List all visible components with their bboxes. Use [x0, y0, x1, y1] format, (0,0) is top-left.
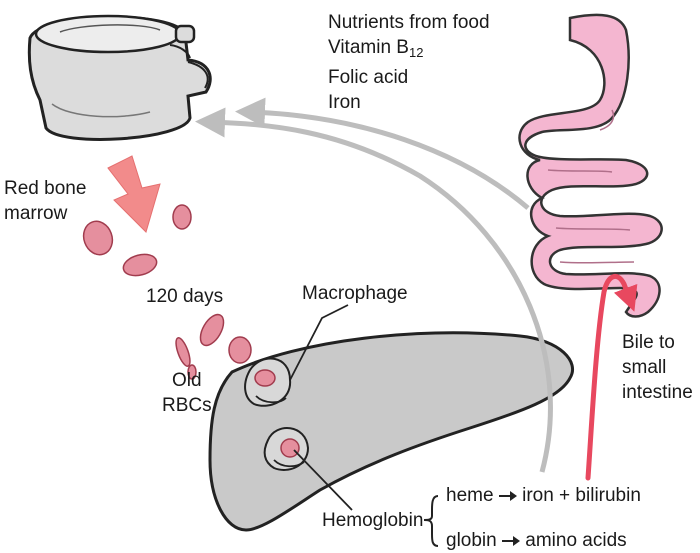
nutrients-line-4: Iron — [328, 92, 361, 113]
hemoglobin-bracket — [423, 495, 439, 547]
heme-source: heme — [446, 485, 494, 506]
nutrient-flow-arrow — [235, 97, 530, 210]
globin-products: amino acids — [525, 530, 627, 551]
heme-products: iron + bilirubin — [522, 485, 641, 506]
red-blood-cells — [82, 204, 252, 380]
bile-line-2: small — [622, 357, 667, 378]
globin-arrow-icon — [502, 535, 520, 546]
old-rbcs-line-2: RBCs — [162, 395, 212, 416]
heme-arrow-icon — [498, 490, 517, 501]
macrophage-label: Macrophage — [302, 283, 408, 304]
hemoglobin-pointer — [293, 449, 353, 511]
old-rbcs-label: Old RBCs — [162, 368, 212, 418]
red-bone-marrow-line-1: Red bone — [4, 178, 87, 199]
days-label: 120 days — [146, 286, 224, 307]
nutrients-line-2: Vitamin B12 — [328, 35, 490, 65]
stomach-intestine — [518, 13, 663, 318]
liver — [208, 331, 574, 532]
globin-row: globin amino acids — [446, 529, 627, 553]
heme-row: heme iron + bilirubin — [446, 484, 641, 508]
vitamin-b-text: Vitamin B — [328, 37, 409, 58]
vertebra-bone — [27, 14, 212, 141]
nutrients-line-1: Nutrients from food — [328, 12, 490, 33]
bile-line-3: intestine — [622, 382, 693, 403]
marrow-arrow — [107, 155, 161, 233]
bile-line-1: Bile to — [622, 332, 675, 353]
old-rbcs-line-1: Old — [172, 370, 202, 391]
red-bone-marrow-line-2: marrow — [4, 203, 68, 224]
vitamin-b-subscript: 12 — [408, 45, 424, 60]
macrophage-pointer — [289, 304, 349, 381]
hemoglobin-label: Hemoglobin — [322, 510, 424, 531]
iron-recycle-arrow — [195, 107, 553, 473]
bile-label: Bile to small intestine — [622, 330, 693, 405]
globin-source: globin — [446, 530, 497, 551]
red-bone-marrow-label: Red bone marrow — [4, 176, 86, 226]
nutrients-line-3: Folic acid — [328, 67, 409, 88]
nutrients-label: Nutrients from food Vitamin B12 Folic ac… — [328, 10, 490, 115]
bile-duct-line — [585, 274, 638, 481]
